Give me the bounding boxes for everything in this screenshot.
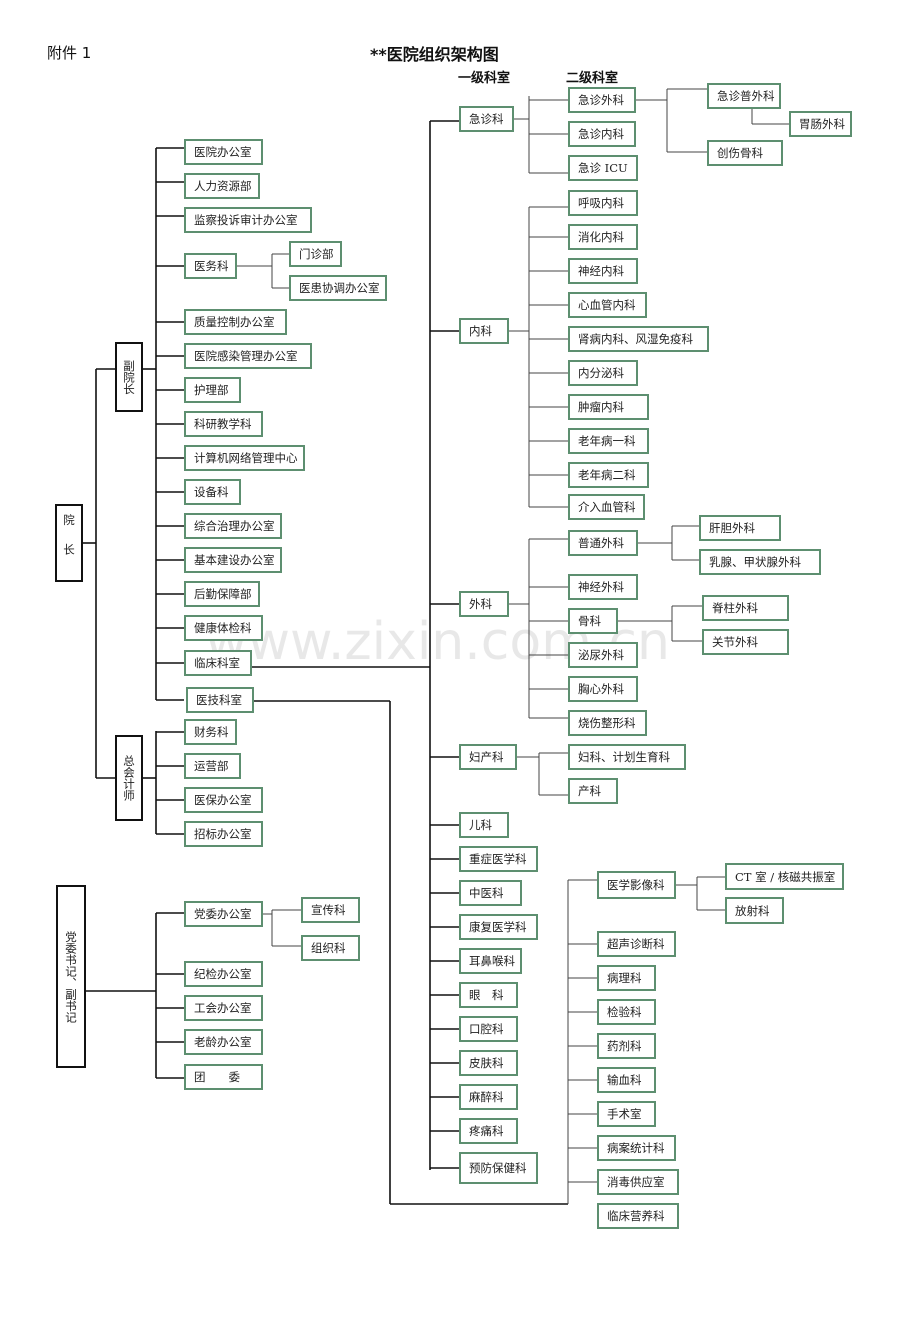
dept-box: 妇科、计划生育科 (568, 744, 686, 770)
dept-box: 团 委 (184, 1064, 263, 1090)
dept-box: 中医科 (459, 880, 522, 906)
dept-box: 重症医学科 (459, 846, 538, 872)
dept-box: 老年病二科 (568, 462, 649, 488)
dept-box: 医学影像科 (597, 871, 676, 899)
dept-box: 招标办公室 (184, 821, 263, 847)
dept-box: 疼痛科 (459, 1118, 518, 1144)
dept-box: 神经外科 (568, 574, 638, 600)
dept-box: 基本建设办公室 (184, 547, 282, 573)
dept-box: 关节外科 (702, 629, 789, 655)
level2-header: 二级科室 (566, 71, 619, 86)
dept-box: 眼 科 (459, 982, 518, 1008)
dept-box: 创伤骨科 (707, 140, 783, 166)
dept-box: 党委办公室 (184, 901, 263, 927)
dept-box: 麻醉科 (459, 1084, 518, 1110)
dept-box: 护理部 (184, 377, 241, 403)
dept-box: 妇产科 (459, 744, 517, 770)
dept-box: 运营部 (184, 753, 241, 779)
dept-box: 骨科 (568, 608, 618, 634)
dept-box: 药剂科 (597, 1033, 656, 1059)
dept-box: 计算机网络管理中心 (184, 445, 305, 471)
dept-box: 监察投诉审计办公室 (184, 207, 312, 233)
dept-box: 胃肠外科 (789, 111, 852, 137)
dept-box: 脊柱外科 (702, 595, 789, 621)
dept-box: 医院感染管理办公室 (184, 343, 312, 369)
dept-box: 超声诊断科 (597, 931, 676, 957)
dept-box: 内分泌科 (568, 360, 638, 386)
dept-box: 健康体检科 (184, 615, 263, 641)
dept-box: 设备科 (184, 479, 241, 505)
dept-box: 烧伤整形科 (568, 710, 647, 736)
dept-box: 质量控制办公室 (184, 309, 287, 335)
dept-box: 老龄办公室 (184, 1029, 263, 1055)
dept-box: 急诊科 (459, 106, 514, 132)
dept-box: 手术室 (597, 1101, 656, 1127)
level1-header: 一级科室 (458, 71, 511, 86)
dept-box: 输血科 (597, 1067, 656, 1093)
party-secretary-box: 党委书记、副书记 (56, 885, 86, 1068)
dept-box: CT 室 / 核磁共振室 (725, 863, 844, 890)
dept-box: 康复医学科 (459, 914, 538, 940)
dept-box: 外科 (459, 591, 509, 617)
dept-box: 财务科 (184, 719, 237, 745)
dept-box: 肿瘤内科 (568, 394, 649, 420)
dept-box: 医院办公室 (184, 139, 263, 165)
president-box: 院长 (55, 504, 83, 582)
dept-box: 产科 (568, 778, 618, 804)
dept-box: 乳腺、甲状腺外科 (699, 549, 821, 575)
dept-box: 医技科室 (186, 687, 254, 713)
dept-box: 肾病内科、风湿免疫科 (568, 326, 709, 352)
dept-box: 皮肤科 (459, 1050, 518, 1076)
dept-box: 消化内科 (568, 224, 638, 250)
dept-box: 介入血管科 (568, 494, 645, 520)
dept-box: 泌尿外科 (568, 642, 638, 668)
dept-box: 消毒供应室 (597, 1169, 679, 1195)
dept-box: 科研教学科 (184, 411, 263, 437)
dept-box: 普通外科 (568, 530, 638, 556)
dept-box: 急诊普外科 (707, 83, 781, 109)
dept-box: 心血管内科 (568, 292, 647, 318)
dept-box: 病案统计科 (597, 1135, 676, 1161)
attachment-label: 附件 1 (47, 44, 92, 62)
dept-box: 纪检办公室 (184, 961, 263, 987)
dept-box: 门诊部 (289, 241, 342, 267)
dept-box: 病理科 (597, 965, 656, 991)
dept-box: 内科 (459, 318, 509, 344)
dept-box: 组织科 (301, 935, 360, 961)
dept-box: 临床科室 (184, 650, 252, 676)
dept-box: 耳鼻喉科 (459, 948, 522, 974)
dept-box: 检验科 (597, 999, 656, 1025)
dept-box: 预防保健科 (459, 1152, 538, 1184)
dept-box: 医务科 (184, 253, 237, 279)
dept-box: 放射科 (725, 897, 784, 924)
dept-box: 宣传科 (301, 897, 360, 923)
dept-box: 肝胆外科 (699, 515, 781, 541)
page-title: **医院组织架构图 (370, 45, 499, 64)
dept-box: 工会办公室 (184, 995, 263, 1021)
dept-box: 口腔科 (459, 1016, 518, 1042)
dept-box: 医患协调办公室 (289, 275, 387, 301)
dept-box: 儿科 (459, 812, 509, 838)
dept-box: 临床营养科 (597, 1203, 679, 1229)
dept-box: 后勤保障部 (184, 581, 260, 607)
chief-accountant-box: 总会计师 (115, 735, 143, 821)
dept-box: 急诊内科 (568, 121, 636, 147)
dept-box: 医保办公室 (184, 787, 263, 813)
dept-box: 胸心外科 (568, 676, 638, 702)
dept-box: 急诊外科 (568, 87, 636, 113)
dept-box: 综合治理办公室 (184, 513, 282, 539)
dept-box: 神经内科 (568, 258, 638, 284)
dept-box: 老年病一科 (568, 428, 649, 454)
dept-box: 呼吸内科 (568, 190, 638, 216)
dept-box: 人力资源部 (184, 173, 260, 199)
dept-box: 急诊 ICU (568, 155, 638, 181)
vice-president-box: 副院长 (115, 342, 143, 412)
